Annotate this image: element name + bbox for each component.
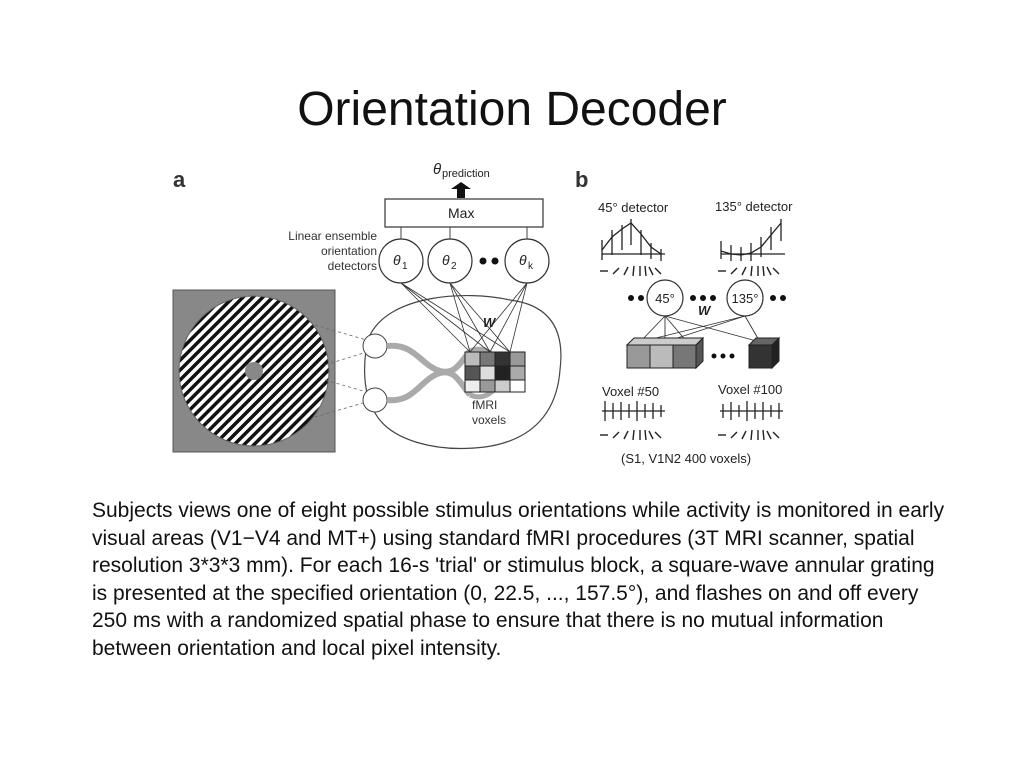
ellipsis-dot bbox=[479, 257, 487, 265]
voxel-cubes bbox=[625, 336, 781, 370]
ellipsis-dot bbox=[770, 295, 776, 301]
svg-text:k: k bbox=[528, 261, 534, 272]
slide-title: Orientation Decoder bbox=[297, 83, 727, 136]
svg-text:θ: θ bbox=[393, 252, 401, 268]
orientation-ticks-135 bbox=[718, 265, 780, 277]
voxel-100-response bbox=[720, 401, 783, 421]
detector-node-135: 135° bbox=[726, 279, 764, 317]
detector-node-1: θ 1 bbox=[378, 238, 424, 284]
orientation-ticks-45 bbox=[600, 265, 662, 277]
svg-text:θ: θ bbox=[442, 252, 450, 268]
ellipsis-dot bbox=[729, 353, 735, 359]
orientation-ticks-voxel-50 bbox=[600, 429, 662, 441]
prediction-subscript: prediction bbox=[442, 168, 490, 180]
figure-svg: a θ prediction Max Linear ensemble orien… bbox=[172, 161, 793, 466]
projection-lines bbox=[314, 324, 371, 418]
tuning-curve-135 bbox=[720, 219, 785, 261]
max-to-detector-links bbox=[400, 227, 528, 239]
svg-text:voxels: voxels bbox=[472, 413, 506, 427]
ellipsis-dot bbox=[690, 295, 696, 301]
brain-diagram bbox=[362, 295, 562, 450]
panel-a-label: a bbox=[173, 167, 186, 192]
voxels-label: fMRI voxels bbox=[472, 398, 506, 427]
tuning-curve-45 bbox=[601, 219, 665, 261]
svg-text:1: 1 bbox=[402, 261, 408, 272]
detector-45-label: 45° detector bbox=[598, 200, 669, 215]
svg-text:2: 2 bbox=[451, 261, 457, 272]
ellipsis-dot bbox=[720, 353, 726, 359]
ellipsis-dot bbox=[491, 257, 499, 265]
voxel-50-label: Voxel #50 bbox=[602, 384, 659, 399]
svg-text:fMRI: fMRI bbox=[472, 398, 497, 412]
svg-text:45°: 45° bbox=[655, 291, 675, 306]
panel-b-label: b bbox=[575, 167, 588, 192]
ellipsis-dot bbox=[638, 295, 644, 301]
grating-stimulus bbox=[172, 289, 336, 453]
prediction-output: θ prediction bbox=[433, 161, 490, 198]
weight-label-b: W bbox=[698, 303, 712, 318]
panel-b-caption: (S1, V1N2 400 voxels) bbox=[621, 451, 751, 466]
ensemble-label-line-3: detectors bbox=[328, 259, 377, 273]
detector-node-45: 45° bbox=[646, 279, 684, 317]
max-label: Max bbox=[448, 205, 474, 221]
orientation-ticks-voxel-100 bbox=[718, 429, 780, 441]
voxel-100-label: Voxel #100 bbox=[718, 382, 782, 397]
orientation-decoder-figure: a θ prediction Max Linear ensemble orien… bbox=[165, 155, 815, 473]
ensemble-label-line-1: Linear ensemble bbox=[288, 229, 377, 243]
weight-lines-a bbox=[400, 282, 528, 353]
ellipsis-dot bbox=[711, 353, 717, 359]
slide-body-text: Subjects views one of eight possible sti… bbox=[92, 499, 945, 660]
ellipsis-dot bbox=[780, 295, 786, 301]
voxel-50-response bbox=[602, 401, 665, 421]
max-box bbox=[384, 198, 544, 228]
ellipsis-dot bbox=[710, 295, 716, 301]
up-arrow-icon bbox=[451, 182, 471, 198]
detector-node-k: θ k bbox=[504, 238, 550, 284]
svg-text:135°: 135° bbox=[732, 291, 759, 306]
weight-label-a: W bbox=[483, 315, 497, 330]
ensemble-label-line-2: orientation bbox=[321, 244, 377, 258]
ensemble-label: Linear ensemble orientation detectors bbox=[288, 229, 377, 273]
ellipsis-dot bbox=[700, 295, 706, 301]
detector-node-2: θ 2 bbox=[427, 238, 473, 284]
voxel-grid bbox=[464, 351, 526, 393]
ellipsis-dot bbox=[628, 295, 634, 301]
prediction-theta: θ bbox=[433, 161, 441, 178]
svg-text:θ: θ bbox=[519, 252, 527, 268]
detector-135-label: 135° detector bbox=[715, 199, 793, 214]
